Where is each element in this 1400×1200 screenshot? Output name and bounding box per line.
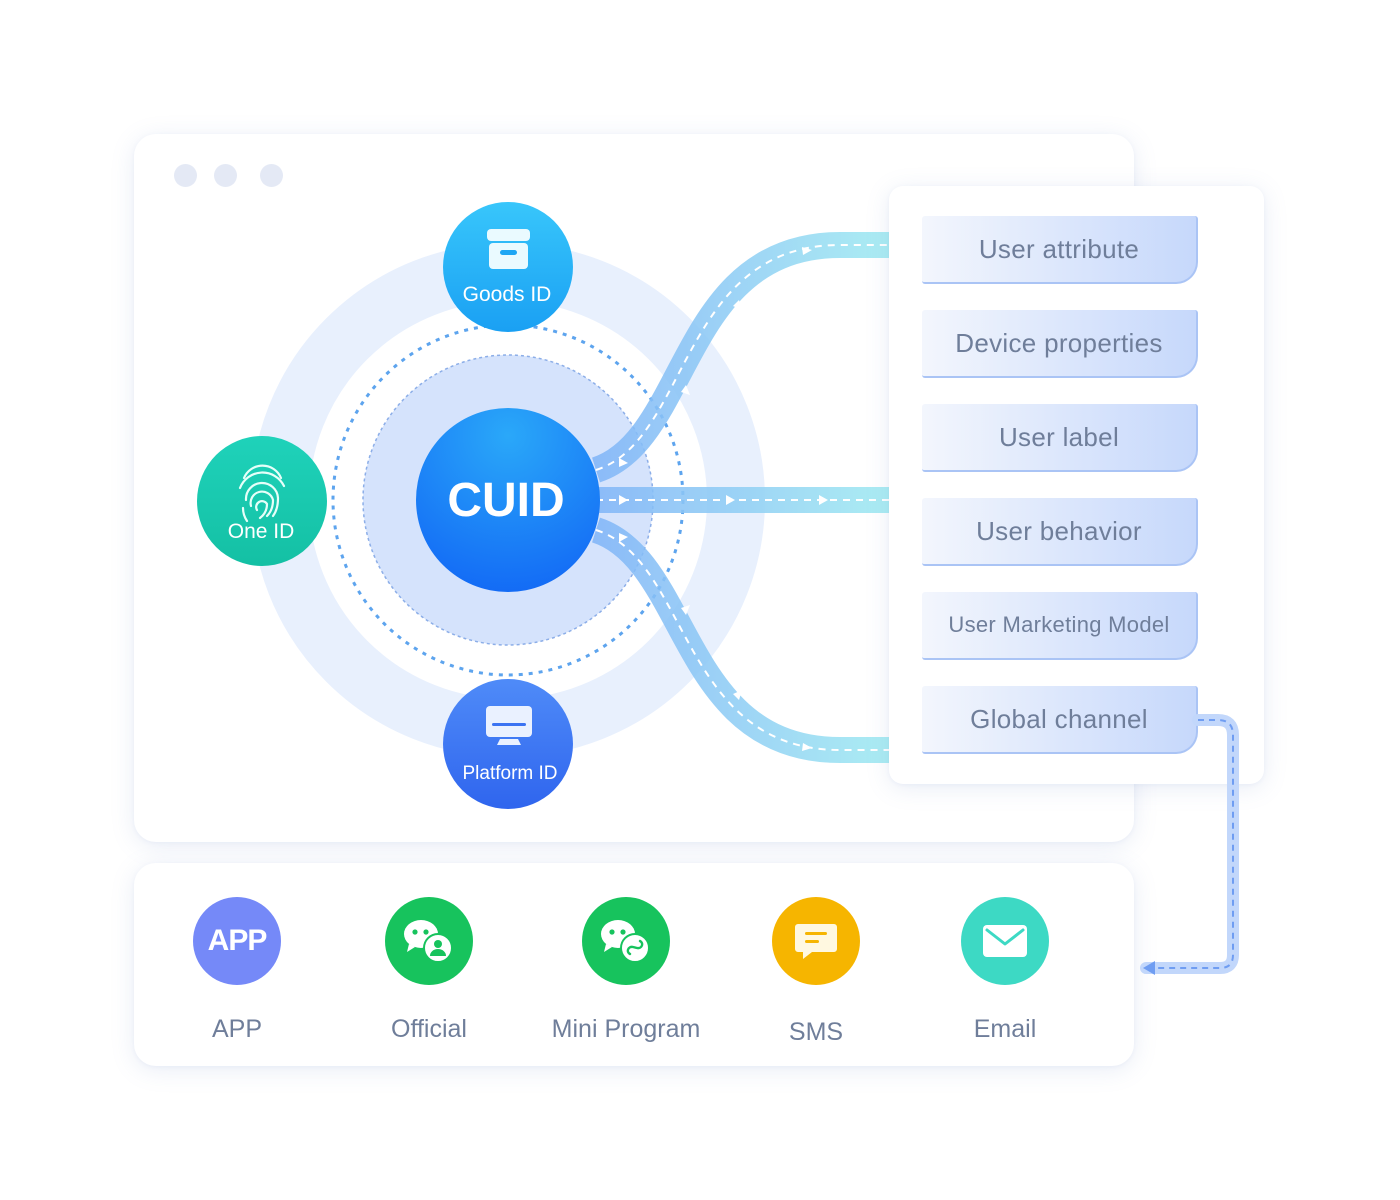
platform-id-node: Platform ID (443, 679, 573, 809)
channel-mini-program-label: Mini Program (551, 1015, 701, 1043)
platform-id-label: Platform ID (462, 763, 557, 784)
archive-box-icon (487, 229, 530, 269)
attribute-user-behavior: User behavior (922, 498, 1198, 566)
channel-official-label: Official (391, 1015, 467, 1043)
channel-panel: APP APP Official Mini (134, 863, 1134, 1066)
fingerprint-icon (238, 464, 286, 523)
attribute-user-marketing-model: User Marketing Model (922, 592, 1198, 660)
channel-email: Email (915, 897, 1095, 1044)
data-flows (591, 232, 890, 763)
goods-id-label: Goods ID (463, 283, 552, 306)
window-dot (214, 164, 237, 187)
channel-mini-program: Mini Program (536, 897, 716, 1044)
attribute-user-label: User label (922, 404, 1198, 472)
attribute-global-channel: Global channel (922, 686, 1198, 754)
flow-lower-dash (595, 529, 890, 751)
channel-sms-label: SMS (788, 1018, 844, 1046)
flow-upper-dash (595, 244, 890, 471)
window-dot (174, 164, 197, 187)
window-dot (260, 164, 283, 187)
channel-sms: SMS (726, 897, 906, 1047)
cuid-core (416, 408, 600, 592)
channel-official: Official (339, 897, 519, 1044)
app-icon: APP (193, 897, 281, 985)
one-id-label: One ID (228, 520, 295, 543)
attribute-device-properties: Device properties (922, 310, 1198, 378)
message-icon (772, 897, 860, 985)
channel-email-label: Email (973, 1015, 1037, 1043)
envelope-icon (961, 897, 1049, 985)
channel-app: APP APP (147, 897, 327, 1044)
cuid-label: CUID (447, 474, 564, 527)
wechat-official-icon (385, 897, 473, 985)
one-id-node: One ID (197, 436, 327, 566)
channel-app-label: APP (211, 1015, 263, 1043)
goods-id-node: Goods ID (443, 202, 573, 332)
monitor-icon (486, 706, 532, 745)
attribute-user-attribute: User attribute (922, 216, 1198, 284)
wechat-mini-program-icon (582, 897, 670, 985)
attribute-panel: User attribute Device properties User la… (889, 186, 1264, 784)
